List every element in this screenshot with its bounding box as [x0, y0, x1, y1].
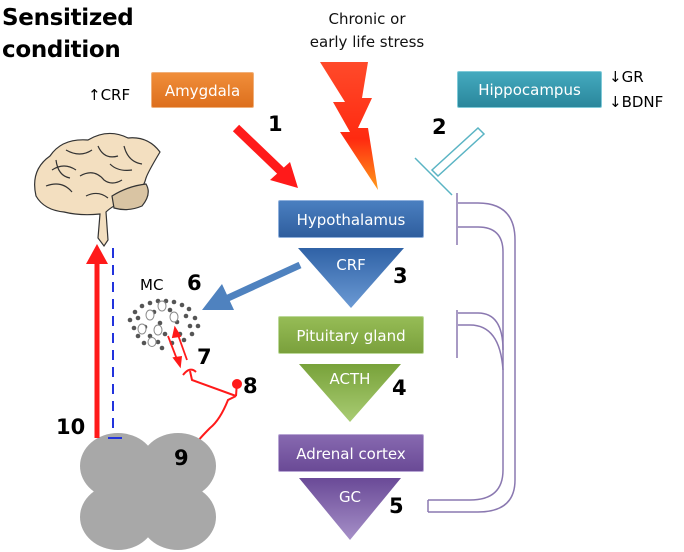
step-number-2: 2: [432, 115, 447, 139]
amygdala-box: Amygdala: [151, 72, 254, 108]
stressor-line-2: early life stress: [309, 33, 425, 51]
crf-hormone-label: CRF: [336, 256, 366, 274]
gc-hormone-label: GC: [338, 488, 362, 506]
step-number-6: 6: [187, 271, 202, 295]
hippocampus-label: Hippocampus: [478, 81, 581, 99]
step-number-9: 9: [174, 446, 189, 470]
step-number-1: 1: [268, 112, 283, 136]
step-number-5: 5: [389, 494, 404, 518]
nerve-fiber: [182, 368, 238, 445]
diagram-title: Sensitized condition: [2, 2, 134, 66]
step-number-10: 10: [56, 415, 86, 439]
step-number-7: 7: [197, 345, 212, 369]
hypothalamus-box: Hypothalamus: [278, 200, 424, 238]
amygdala-label: Amygdala: [164, 82, 241, 100]
hippocampus-bdnf-annotation: ↓BDNF: [609, 93, 664, 111]
stressor-line-1: Chronic or: [328, 10, 406, 28]
stress-lightning-bolt-icon: [320, 62, 378, 190]
pituitary-label: Pituitary gland: [296, 327, 406, 345]
inhibition-hippocampus-to-hypothalamus: [414, 126, 486, 196]
mast-cell-nerve-bidirectional-arrows: [167, 325, 188, 369]
step-number-4: 4: [392, 376, 407, 400]
arrow-crf-to-mast-cell: [202, 261, 302, 310]
arrow-organ-to-brain: [86, 244, 108, 438]
amygdala-crf-annotation: ↑CRF: [88, 86, 131, 104]
acth-hormone-label: ACTH: [329, 370, 371, 388]
pituitary-box: Pituitary gland: [278, 316, 424, 354]
mast-cell-granules-icon: [127, 298, 201, 351]
hypothalamus-label: Hypothalamus: [296, 211, 406, 229]
adrenal-cortex-label: Adrenal cortex: [296, 445, 406, 463]
brain-icon: [34, 132, 161, 248]
stressor-label: Chronic or early life stress: [272, 8, 462, 54]
adrenal-cortex-box: Adrenal cortex: [278, 434, 424, 472]
title-line-2: condition: [2, 37, 121, 63]
acth-triangle: [299, 364, 401, 422]
gc-triangle: [299, 478, 401, 540]
hippocampus-box: Hippocampus: [457, 71, 602, 108]
mast-cell-label: MC: [140, 276, 164, 294]
step-number-8: 8: [243, 374, 258, 398]
organ-icon: [80, 433, 216, 550]
crf-triangle: [298, 248, 404, 308]
nerve-ending-8-icon: [232, 379, 242, 389]
glucocorticoid-feedback-loop: [427, 193, 516, 513]
arrow-amygdala-to-hypothalamus: [232, 124, 298, 188]
title-line-1: Sensitized: [2, 5, 134, 31]
dashed-brain-to-organ-line: [108, 248, 122, 439]
hippocampus-gr-annotation: ↓GR: [609, 68, 644, 86]
step-number-3: 3: [393, 264, 408, 288]
